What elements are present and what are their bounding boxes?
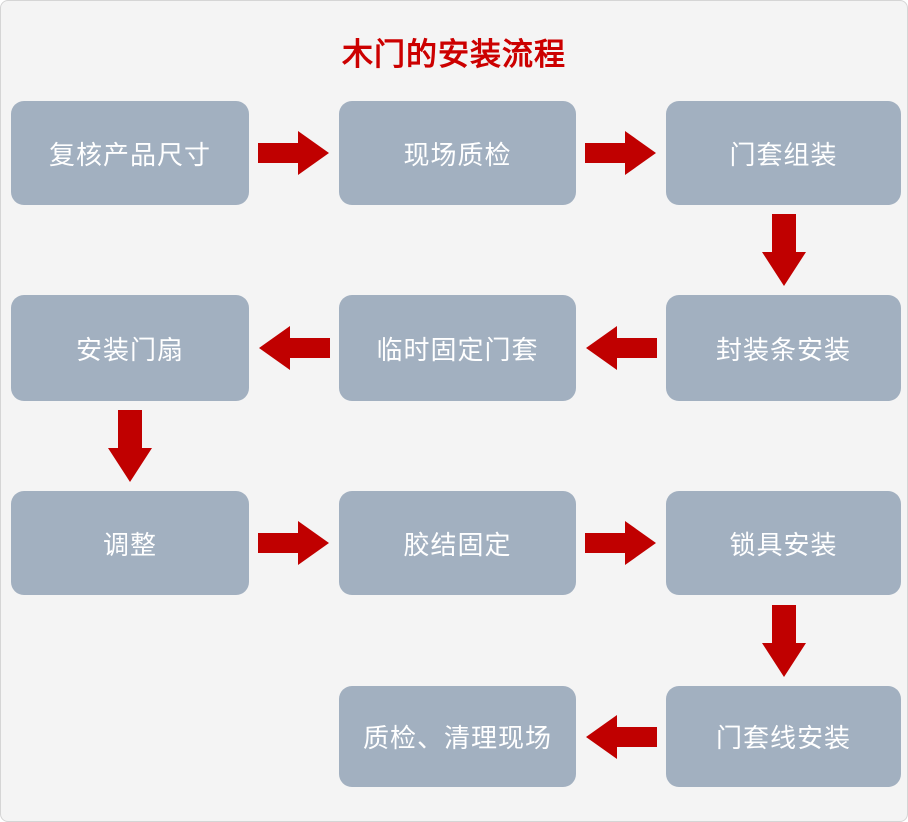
flow-step-box-adjust: 调整 [11, 491, 249, 595]
flow-step-box-final-qc-cleanup: 质检、清理现场 [339, 686, 576, 787]
arrow-right-icon [576, 101, 666, 205]
flow-step-label: 调整 [102, 529, 157, 560]
flow-step-label: 锁具安装 [729, 529, 838, 560]
arrow-down-icon [666, 205, 901, 295]
flow-step-box-sealing-strip: 封装条安装 [666, 295, 901, 401]
flow-step-label: 封装条安装 [715, 334, 851, 365]
arrow-left-icon [576, 686, 666, 787]
flow-step-label: 质检、清理现场 [362, 723, 552, 753]
flow-step-box-site-inspection: 现场质检 [339, 101, 576, 205]
flowchart-grid: 复核产品尺寸 现场质检 门套组装 安装门扇 临时固定门套 [1, 101, 907, 787]
arrow-down-icon [666, 595, 901, 686]
flow-step-label: 现场质检 [403, 139, 512, 170]
flow-step-label: 门套组装 [729, 139, 838, 170]
page-title: 木门的安装流程 [342, 37, 566, 72]
flow-step-label: 门套线安装 [715, 723, 851, 753]
arrow-left-icon [576, 295, 666, 401]
flow-step-box-temp-fix-frame: 临时固定门套 [339, 295, 576, 401]
flow-step-box-lock-install: 锁具安装 [666, 491, 901, 595]
arrow-right-icon [249, 101, 339, 205]
flow-step-box-frame-assembly: 门套组装 [666, 101, 901, 205]
flow-step-label: 安装门扇 [75, 334, 184, 365]
flow-step-box-review-size: 复核产品尺寸 [11, 101, 249, 205]
arrow-right-icon [576, 491, 666, 595]
arrow-left-icon [249, 295, 339, 401]
arrow-down-icon [11, 401, 249, 491]
flow-step-box-install-door-leaf: 安装门扇 [11, 295, 249, 401]
flow-step-box-casing-install: 门套线安装 [666, 686, 901, 787]
flow-step-label: 胶结固定 [403, 529, 512, 560]
flow-step-label: 复核产品尺寸 [48, 139, 211, 170]
flow-step-box-glue-fix: 胶结固定 [339, 491, 576, 595]
arrow-right-icon [249, 491, 339, 595]
flow-step-label: 临时固定门套 [376, 334, 539, 365]
